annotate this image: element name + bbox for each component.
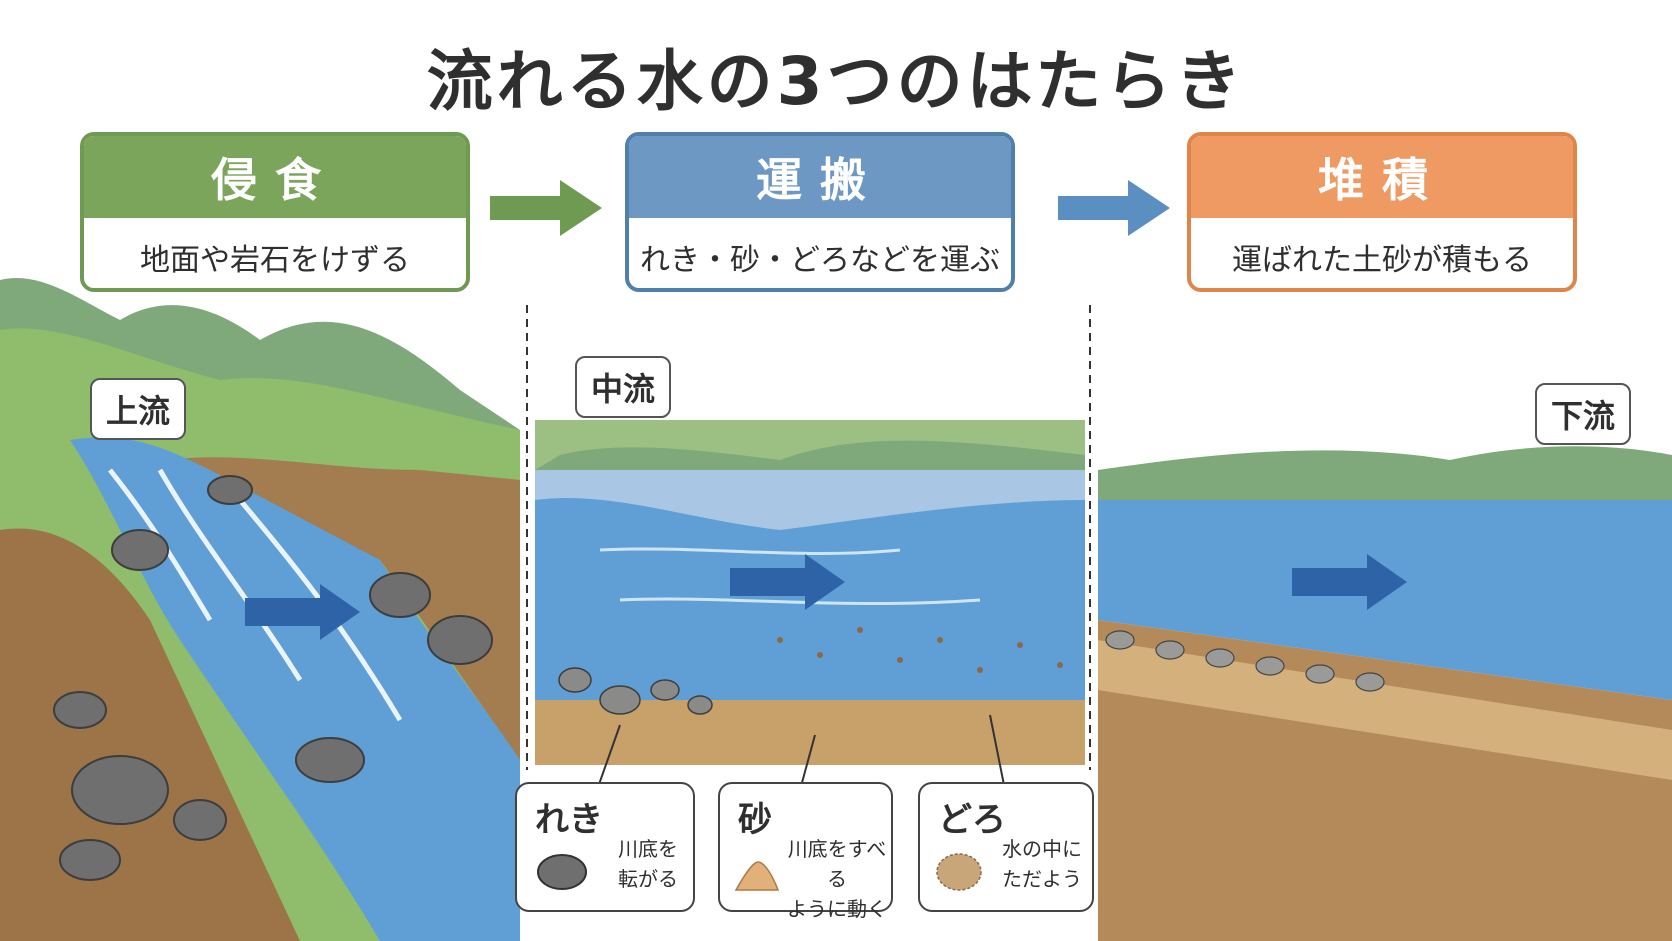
deposition-heading: 堆積: [1191, 136, 1573, 218]
gravel-icon: [537, 854, 587, 890]
deposition-card: 堆積 運ばれた土砂が積もる: [1187, 132, 1577, 292]
page-title: 流れる水の3つのはたらき: [426, 43, 1246, 120]
transport-card: 運搬 れき・砂・どろなどを運ぶ: [625, 132, 1015, 292]
downstream-label: 下流: [1535, 383, 1632, 445]
erosion-heading: 侵食: [84, 136, 466, 218]
erosion-description: 地面や岩石をけずる: [140, 243, 410, 278]
sand-pointer: [799, 734, 816, 791]
upstream-water: [70, 437, 520, 941]
downstream-hills: [1098, 446, 1672, 500]
deposition-description: 運ばれた土砂が積もる: [1232, 243, 1532, 278]
downstream-water: [1098, 500, 1672, 700]
midstream-flow-arrow: [730, 554, 845, 610]
erosion-card: 侵食 地面や岩石をけずる: [80, 132, 470, 292]
transport-description: れき・砂・どろなどを運ぶ: [640, 243, 1000, 278]
mud-pointer: [989, 714, 1006, 791]
upstream-label: 上流: [90, 378, 187, 440]
midstream-water: [535, 497, 1085, 740]
sand-icon: [734, 861, 780, 891]
erosion-to-transport-arrow: [490, 180, 602, 236]
gravel-legend: れき 川底を 転がる: [515, 782, 695, 912]
transport-to-deposition-arrow: [1058, 180, 1170, 236]
sand-label: 砂: [738, 800, 772, 840]
mud-description: 水の中に ただよう: [1002, 837, 1082, 891]
midstream-label: 中流: [575, 356, 672, 418]
mud-icon: [936, 853, 982, 891]
gravel-label: れき: [535, 800, 603, 840]
transport-heading: 運搬: [629, 136, 1011, 218]
gravel-pointer: [596, 724, 621, 791]
sand-description: 川底をすべる ように動く: [787, 837, 887, 921]
mud-legend: どろ 水の中に ただよう: [918, 782, 1094, 912]
mud-label: どろ: [938, 800, 1006, 840]
downstream-flow-arrow: [1292, 554, 1407, 610]
upstream-bank: [0, 528, 300, 941]
upstream-flow-arrow: [245, 584, 360, 640]
gravel-description: 川底を 転がる: [618, 837, 678, 891]
sand-legend: 砂 川底をすべる ように動く: [718, 782, 893, 921]
